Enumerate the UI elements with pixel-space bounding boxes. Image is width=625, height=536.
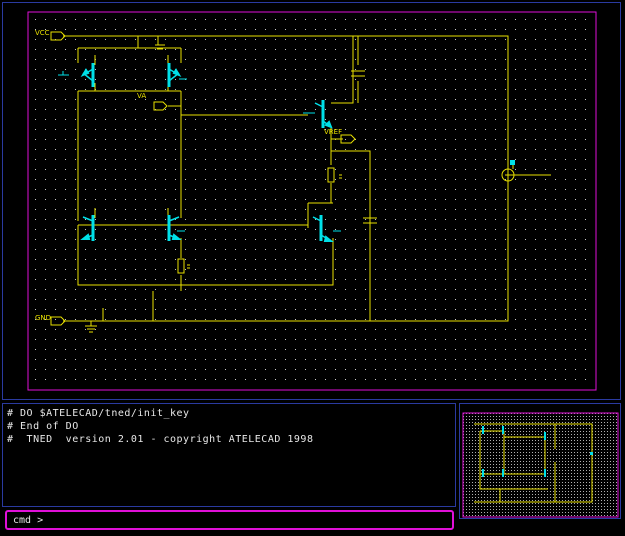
gnd-label: GND xyxy=(35,314,51,322)
voltage-source-icon xyxy=(501,160,515,182)
transistor-icon xyxy=(312,215,334,242)
vcc-label: VCC xyxy=(35,29,50,37)
drawing-frame xyxy=(27,11,597,391)
command-line[interactable]: cmd > xyxy=(5,510,454,530)
grid-area xyxy=(29,13,595,389)
resistor-icon xyxy=(177,167,342,274)
console-output: # DO $ATELECAD/tned/init_key # End of DO… xyxy=(2,403,456,507)
overview-wires xyxy=(474,423,593,503)
overview-drawing xyxy=(462,412,619,518)
overview-components xyxy=(482,426,593,477)
console-line: # End of DO xyxy=(7,421,79,432)
transistor-icon xyxy=(80,215,95,241)
transistor-icon xyxy=(314,100,333,129)
console-line: # TNED version 2.01 - copyright ATELECAD… xyxy=(7,434,314,445)
transistor-icon xyxy=(167,215,182,241)
command-input[interactable] xyxy=(51,513,445,529)
overview-frame xyxy=(462,412,619,518)
capacitor-icon xyxy=(155,44,377,224)
transistor-icon xyxy=(80,63,95,87)
command-prompt: cmd > xyxy=(13,515,44,526)
overview-map[interactable] xyxy=(459,403,621,519)
va-label: VA xyxy=(137,92,146,100)
schematic-canvas[interactable]: VCC GND VA VREF xyxy=(2,2,621,400)
ground-symbol-icon xyxy=(85,321,97,333)
transistor-icon xyxy=(167,63,182,87)
console-line: # DO $ATELECAD/tned/init_key xyxy=(7,408,190,419)
schematic-drawing[interactable]: VCC GND VA VREF xyxy=(3,3,620,399)
vref-label: VREF xyxy=(324,128,342,136)
pin-icon xyxy=(50,31,356,326)
